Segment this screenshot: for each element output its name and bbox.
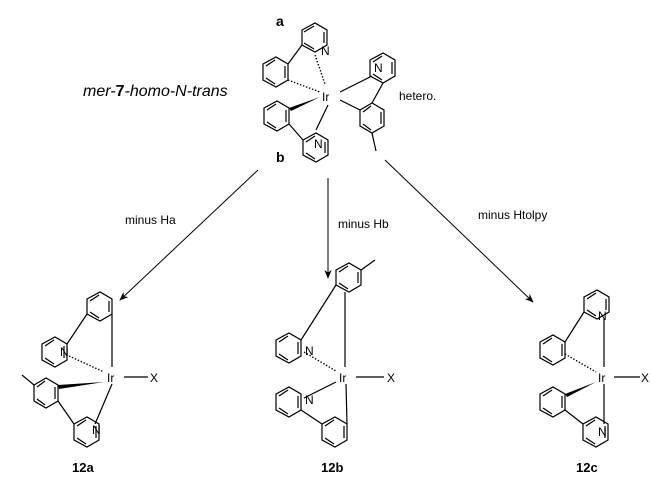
n-atom-12c-top: N	[598, 309, 607, 323]
ligand-label-a: a	[276, 13, 284, 29]
n-atom-12b-left: N	[305, 344, 314, 358]
product-12c: N N Ir X	[539, 289, 649, 448]
ligand-x-12c: X	[641, 371, 649, 385]
ligand-label-b: b	[276, 149, 285, 165]
n-atom-12a-bottom: N	[92, 423, 101, 437]
compound-label-12b: 12b	[321, 460, 343, 475]
n-atom-12b-lower: N	[305, 393, 314, 407]
biaryl-bond-a	[287, 44, 303, 65]
compound-label-12c: 12c	[576, 460, 598, 475]
ligand-x-12b: X	[387, 371, 395, 385]
product-12b: N N Ir X	[275, 259, 395, 448]
reaction-arrow-a	[119, 169, 259, 301]
arrow-label-b: minus Hb	[338, 217, 389, 231]
compound-label-12a: 12a	[72, 460, 94, 475]
n-atom-12c-bottom: N	[598, 425, 607, 439]
tolyl-ring-right	[359, 102, 385, 152]
reaction-arrow-c	[384, 159, 534, 303]
starting-complex-name: mer-7-homo-N-trans	[83, 83, 228, 100]
biaryl-bond-hetero	[371, 82, 384, 104]
product-12a: N N Ir X	[21, 291, 158, 448]
n-atom-12a-left: N	[60, 345, 69, 359]
n-atom-bottom: N	[314, 137, 323, 151]
ligand-x-12a: X	[150, 371, 158, 385]
arrow-label-c: minus Htolpy	[478, 208, 547, 222]
arrow-label-a: minus Ha	[125, 213, 176, 227]
n-atom-top: N	[321, 44, 330, 58]
starting-complex: N N N Ir a b hetero.	[262, 13, 436, 165]
iridium-12c: Ir	[598, 371, 605, 385]
phenyl-ring-left	[262, 56, 289, 88]
hetero-label: hetero.	[399, 89, 436, 103]
pyridine-ring-bottom	[302, 132, 329, 163]
biaryl-bond-b	[288, 123, 304, 141]
pyridine-ring-right	[369, 52, 396, 84]
methyl-bond	[371, 132, 377, 152]
iridium-center: Ir	[322, 90, 329, 104]
n-atom-right: N	[374, 61, 383, 75]
iridium-12a: Ir	[107, 371, 114, 385]
iridium-12b: Ir	[339, 371, 346, 385]
phenyl-ring-lower-left	[263, 100, 290, 132]
